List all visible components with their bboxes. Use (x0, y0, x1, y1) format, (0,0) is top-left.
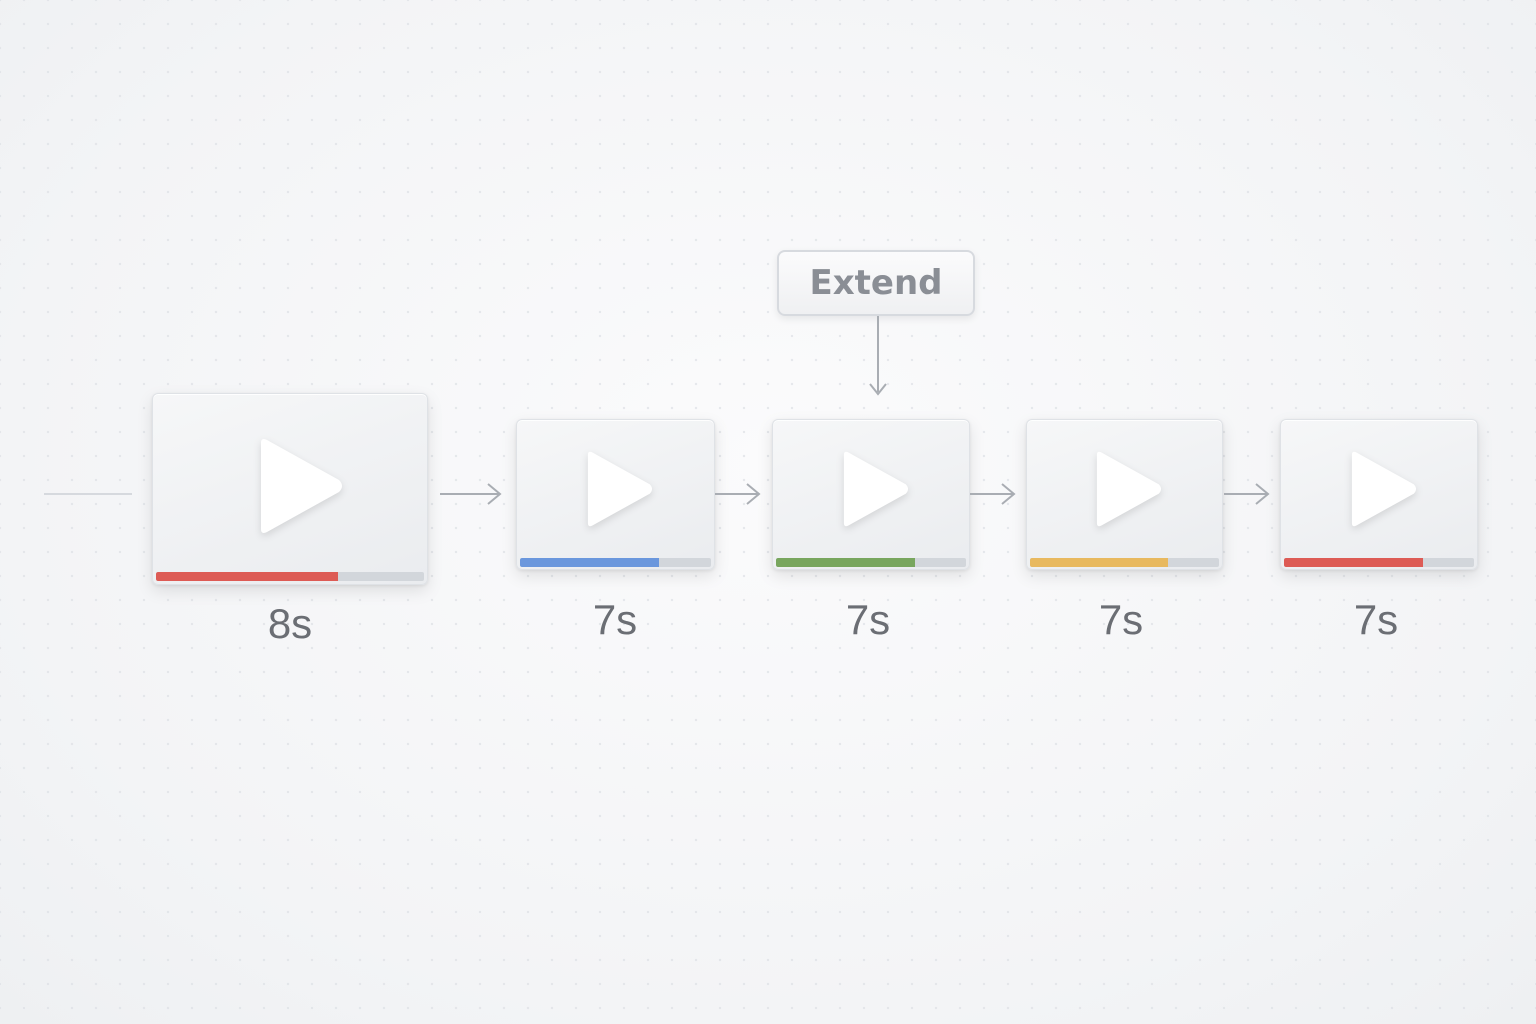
clip-progress-fill (776, 558, 915, 567)
clip-duration-label: 8s (267, 600, 313, 647)
play-icon (587, 451, 653, 527)
clip-duration-label: 7s (592, 596, 638, 643)
arrow-down-icon (869, 316, 887, 396)
play-icon (261, 439, 342, 533)
arrow-right-icon (1224, 483, 1270, 505)
video-clip-1[interactable] (152, 393, 428, 585)
timeline-lead-line (44, 493, 132, 495)
clip-progress-track (1030, 558, 1219, 567)
clip-progress-track (156, 572, 424, 581)
play-icon (1351, 451, 1417, 527)
video-clip-2[interactable] (516, 419, 715, 570)
video-clip-3[interactable] (772, 419, 970, 570)
play-icon (1096, 451, 1162, 527)
clip-duration-label: 7s (845, 596, 891, 643)
clip-duration-label: 7s (1098, 596, 1144, 643)
arrow-right-icon (970, 483, 1016, 505)
arrow-right-icon (440, 483, 502, 505)
clip-progress-track (520, 558, 711, 567)
clip-progress-track (776, 558, 966, 567)
video-clip-4[interactable] (1026, 419, 1223, 570)
video-clip-5[interactable] (1280, 419, 1478, 570)
arrow-right-icon (715, 483, 761, 505)
clip-progress-fill (1284, 558, 1423, 567)
clip-progress-fill (1030, 558, 1168, 567)
clip-duration-label: 7s (1353, 596, 1399, 643)
clip-progress-fill (156, 572, 339, 581)
clip-progress-fill (520, 558, 660, 567)
play-icon (843, 451, 909, 527)
extend-button[interactable]: Extend (777, 250, 975, 316)
clip-progress-track (1284, 558, 1474, 567)
